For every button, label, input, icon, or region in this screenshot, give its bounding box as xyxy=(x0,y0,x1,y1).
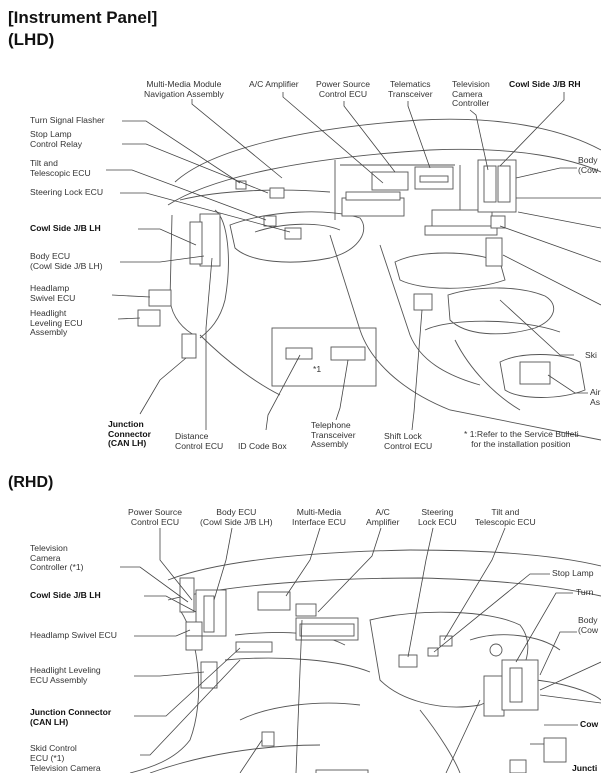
rhd-headlamp-swivel-ecu-label: Headlamp Swivel ECU xyxy=(30,630,117,640)
lhd-cowl-side-jb-lh-label: Cowl Side J/B LH xyxy=(30,223,101,233)
rhd-body-right-label: Body(Cow xyxy=(578,615,599,635)
lhd-dashboard-drawing xyxy=(137,118,601,441)
lhd-ac-amplifier-label: A/C Amplifier xyxy=(249,79,299,89)
rhd-stop-lamp-label: Stop Lamp xyxy=(552,568,594,578)
lhd-cowl-side-jb-rh-label: Cowl Side J/B RH xyxy=(509,79,581,89)
lhd-body-ecu-label: Body ECU(Cowl Side J/B LH) xyxy=(30,251,103,271)
rhd-section-title: (RHD) xyxy=(8,474,54,491)
rhd-junct-label: Juncti xyxy=(572,763,598,773)
rhd-dashboard-drawing xyxy=(129,549,601,773)
lhd-body-ecu-right-label: Body(Cow xyxy=(578,155,599,175)
rhd-tv-camera-label: Television Camera xyxy=(30,763,101,773)
rhd-body-ecu-label: Body ECU(Cowl Side J/B LH) xyxy=(200,507,273,527)
lhd-id-code-box-label: ID Code Box xyxy=(238,441,287,451)
lhd-steering-lock-ecu-label: Steering Lock ECU xyxy=(30,187,104,197)
rhd-cowl-side-jb-lh-label: Cowl Side J/B LH xyxy=(30,590,101,600)
page-subtitle-lhd: (LHD) xyxy=(8,30,55,49)
lhd-inset-note: *1 xyxy=(313,364,322,374)
lhd-turn-signal-flasher-label: Turn Signal Flasher xyxy=(30,115,105,125)
page-title: [Instrument Panel] xyxy=(8,8,158,27)
lhd-footnote: * 1:Refer to the Service Bulleti for the… xyxy=(464,429,579,449)
rhd-cow-right-label: Cow xyxy=(580,719,599,729)
rhd-junction-connector-label: Junction Connector(CAN LH) xyxy=(30,707,112,727)
lhd-skid-label: Ski xyxy=(585,350,597,360)
rhd-turn-label: Turn xyxy=(576,587,594,597)
